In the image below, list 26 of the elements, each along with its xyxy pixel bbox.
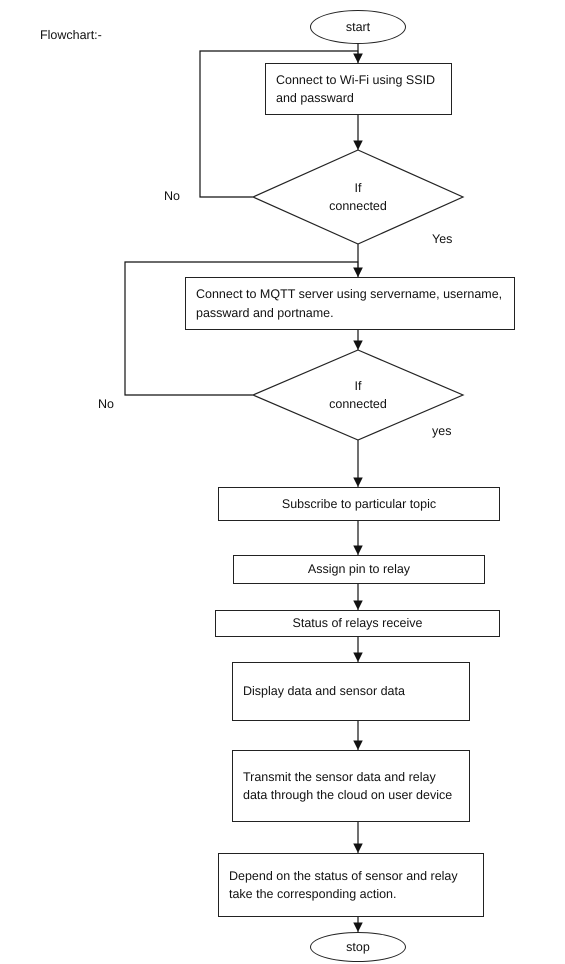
arrow	[124, 261, 363, 396]
arrow	[353, 584, 363, 610]
process-box: Assign pin to relay	[233, 555, 485, 584]
arrow	[353, 637, 363, 662]
process-box: Status of relays receive	[215, 610, 500, 637]
terminal-ellipse: stop	[310, 932, 406, 962]
heading-note: Flowchart:-	[40, 28, 102, 42]
process-box: Connect to MQTT server using servername, username, passward and portname.	[185, 277, 515, 330]
arrow	[353, 440, 363, 487]
arrow	[353, 521, 363, 555]
arrow	[353, 917, 363, 932]
process-box: Display data and sensor data	[232, 662, 470, 721]
arrow	[353, 115, 363, 150]
process-box: Connect to Wi-Fi using SSID and passward	[265, 63, 452, 115]
process-box: Subscribe to particular topic	[218, 487, 500, 521]
edge-label: No	[96, 397, 116, 411]
branch-label: yes	[432, 424, 452, 438]
arrow	[353, 721, 363, 750]
edge-label: No	[162, 189, 182, 203]
arrow	[353, 822, 363, 853]
branch-label: Yes	[432, 232, 452, 246]
arrow	[199, 50, 363, 198]
process-box: Transmit the sensor data and relay data through the cloud on user device	[232, 750, 470, 822]
arrow	[353, 330, 363, 350]
process-box: Depend on the status of sensor and relay take the corresponding action.	[218, 853, 484, 917]
terminal-ellipse: start	[310, 10, 406, 44]
